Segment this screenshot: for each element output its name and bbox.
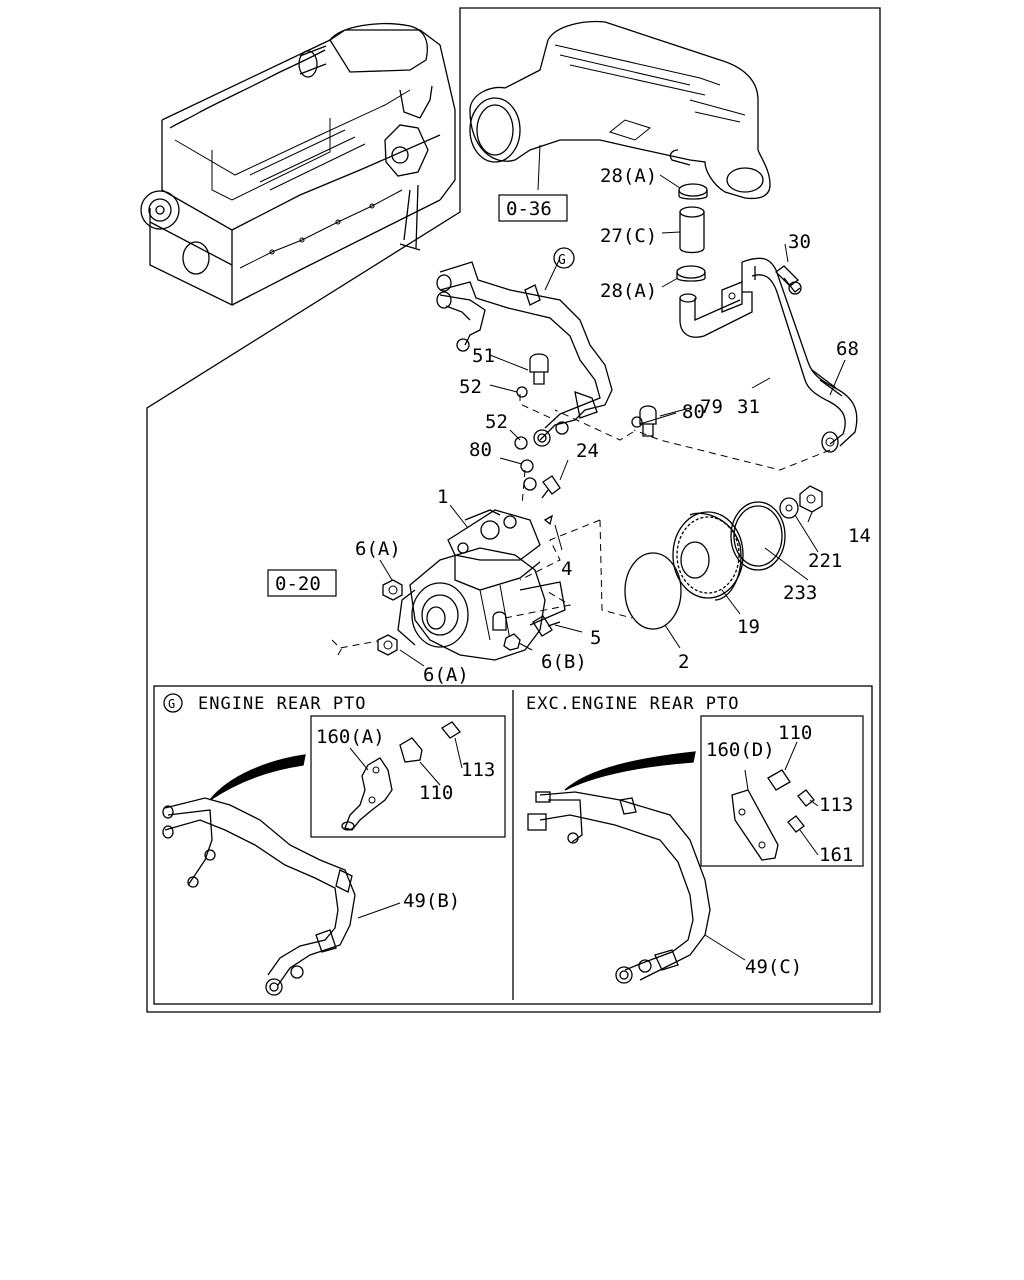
label-g-main: G [558,253,566,268]
label-28a-bottom: 28(A) [600,280,657,302]
injection-pump-illustration [377,475,566,661]
label-80-b: 80 [469,439,492,461]
label-30: 30 [788,231,811,253]
label-6a-top: 6(A) [355,538,401,560]
label-80-a: 80 [682,401,705,423]
detail-box-160d [700,715,864,867]
label-19: 19 [737,616,760,638]
left-panel-engine-rear-pto: G ENGINE REAR PTO 160(A) 113 110 49(B) [162,693,506,996]
label-52-b: 52 [485,411,508,433]
label-233: 233 [783,582,817,604]
label-110-left: 110 [419,782,453,804]
label-27c: 27(C) [600,225,657,247]
label-4: 4 [561,558,572,580]
g-circle-panel [163,693,183,713]
hose-and-clamps [676,183,858,453]
label-110-right: 110 [778,722,812,744]
left-panel-title: ENGINE REAR PTO [198,694,367,714]
label-221: 221 [808,550,842,572]
drive-gear-and-seals [624,485,823,630]
intake-duct-illustration [469,20,771,200]
label-5: 5 [590,627,601,649]
g-circle-main [553,247,575,269]
label-6a-bottom: 6(A) [423,664,469,686]
ref-box-0-20 [267,569,337,597]
label-160a: 160(A) [316,726,385,748]
label-31: 31 [737,396,760,418]
engine-inset-illustration [140,23,456,307]
label-52-a: 52 [459,376,482,398]
label-160d: 160(D) [706,739,775,761]
right-panel-title: EXC.ENGINE REAR PTO [526,694,739,714]
label-79: 79 [700,396,723,418]
label-49c: 49(C) [745,956,802,978]
detail-box-160a [310,715,506,838]
ref-0-20: 0-20 [275,573,321,595]
label-51: 51 [472,345,495,367]
injection-pipe-main [436,261,657,491]
label-28a-top: 28(A) [600,165,657,187]
leader-lines [331,144,846,667]
label-1: 1 [437,486,448,508]
label-24: 24 [576,440,599,462]
label-g-panel: G [168,697,175,711]
label-161: 161 [819,844,853,866]
label-49b: 49(B) [403,890,460,912]
label-14: 14 [848,525,871,547]
bottom-panel-frame [153,685,873,1005]
outer-frame [146,7,881,1013]
ref-0-36: 0-36 [506,198,552,220]
callout-labels: 0-36 0-20 28(A) 27(C) 28(A) 30 G 51 52 7… [267,165,871,686]
right-panel-exc-engine-rear-pto: EXC.ENGINE REAR PTO 160(D) 110 113 161 4… [526,694,864,984]
label-2: 2 [678,651,689,673]
ref-box-0-36 [498,194,568,222]
label-68: 68 [836,338,859,360]
label-6b: 6(B) [541,651,587,673]
label-113-right: 113 [819,794,853,816]
label-113-left: 113 [461,759,495,781]
